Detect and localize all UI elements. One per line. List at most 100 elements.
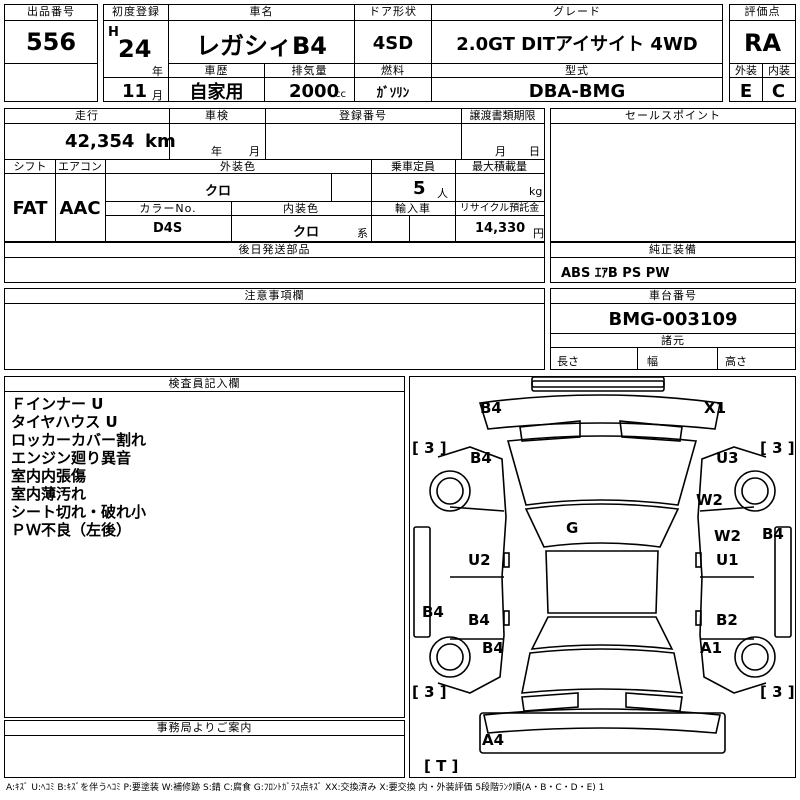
inspector-note: エンジン廻り異音 [11, 449, 132, 467]
shaken-year-unit: 年 [211, 145, 222, 158]
mark-tire-fr: [ 3 ] [760, 439, 795, 457]
month-unit: 月 [152, 89, 163, 102]
mark-hood-r: W2 [696, 491, 723, 509]
recycle-label: リサイクル預託金 [455, 202, 544, 216]
ac: AAC [59, 197, 101, 219]
chassis-label: 車台番号 [551, 289, 795, 304]
history-label: 車歴 [169, 64, 264, 78]
mark-side-l: B4 [422, 603, 444, 621]
mark-door-fr: W2 [714, 527, 741, 545]
ext-color-label: 外装色 [105, 160, 371, 174]
grade-label: グレード [432, 5, 722, 21]
inspector-note: ロッカーカバー割れ [11, 431, 147, 449]
mark-front-right: X1 [704, 399, 727, 417]
era: H [108, 25, 119, 40]
car-name-cell: 車名 レガシィB4 車歴 排気量 自家用 2000 cc [168, 4, 355, 103]
office-box: 事務局よりご案内 [4, 720, 405, 778]
mark-windshield: G [566, 519, 579, 537]
shaken-month-unit: 月 [249, 145, 260, 158]
mark-tire-fl: [ 3 ] [412, 439, 447, 457]
lot-no-cell: 出品番号 556 [4, 4, 98, 102]
color-no: D4S [153, 221, 183, 236]
genuine-equipment: ABS ｴｱB PS PW [561, 266, 670, 281]
fuel: ｶﾞｿﾘﾝ [376, 85, 410, 101]
mileage-label: 走行 [5, 109, 169, 124]
inspector-note: タイヤハウス U [11, 413, 118, 431]
model: DBA-BMG [528, 80, 626, 102]
sales-point-label: セールスポイント [551, 109, 795, 124]
chassis-box: 車台番号 BMG-003109 諸元 長さ 幅 高さ [550, 288, 796, 370]
ext-color: クロ [205, 184, 232, 199]
reg-no-label: 登録番号 [265, 109, 461, 124]
transfer-month-unit: 月 [495, 145, 506, 158]
reg-year: 24 [118, 35, 152, 63]
transfer-label: 譲渡書類期限 [461, 109, 544, 124]
year-unit: 年 [152, 65, 163, 78]
mark-trunk: [ T ] [424, 757, 459, 775]
mark-side-r: B4 [762, 525, 784, 543]
transfer-day-unit: 日 [529, 145, 540, 158]
score: RA [743, 29, 782, 57]
capacity-unit: 人 [437, 187, 448, 200]
width-label: 幅 [647, 355, 658, 368]
interior-label: 内装 [762, 64, 795, 78]
inspector-notes-list: Ｆインナー U タイヤハウス U ロッカーカバー割れ エンジン廻り異音 室内内張… [11, 395, 146, 539]
int-color-unit: 系 [357, 227, 368, 240]
int-color: クロ [293, 225, 320, 240]
later-parts-box: 後日発送部品 [4, 242, 545, 283]
mark-rear-fender-l: B4 [482, 639, 504, 657]
mark-front-left: B4 [480, 399, 502, 417]
inspector-box: 検査員記入欄 Ｆインナー U タイヤハウス U ロッカーカバー割れ エンジン廻り… [4, 376, 405, 718]
import-label: 輸入車 [371, 202, 455, 216]
mark-rear-fender-r: A1 [700, 639, 723, 657]
grade: 2.0GT DITアイサイト 4WD [456, 34, 698, 55]
reg-month: 11 [122, 81, 148, 102]
chassis-number: BMG-003109 [608, 308, 738, 330]
shaken-label: 車検 [169, 109, 265, 124]
grade-cell: グレード 2.0GT DITアイサイト 4WD 型式 DBA-BMG [431, 4, 723, 102]
mark-rear-l: B4 [468, 611, 490, 629]
door-type: 4SD [372, 32, 414, 54]
shift-label: シフト [5, 160, 55, 174]
mark-bumper-rear: A4 [482, 731, 505, 749]
color-no-label: カラーNo. [105, 202, 231, 216]
mark-tire-rl: [ 3 ] [412, 683, 447, 701]
ac-label: エアコン [55, 160, 105, 174]
exterior-grade: E [739, 80, 753, 102]
length-label: 長さ [557, 355, 579, 368]
door-cell: ドア形状 4SD 燃料 ｶﾞｿﾘﾝ [354, 4, 432, 102]
mark-fender-r: U3 [716, 449, 739, 467]
lot-no-label: 出品番号 [5, 5, 97, 21]
fuel-label: 燃料 [355, 64, 431, 78]
inspector-note: 室内内張傷 [11, 467, 87, 485]
header-block: 出品番号 556 初度登録 H 24 年 11 月 車名 レガシィB4 車歴 排… [4, 4, 796, 104]
details-block: 走行 車検 登録番号 譲渡書類期限 42,354 km 年 月 月 日 シフト … [4, 108, 545, 242]
first-reg-cell: 初度登録 H 24 年 11 月 [103, 4, 169, 102]
genuine-label: 純正装備 [551, 243, 795, 258]
exterior-label: 外装 [730, 64, 762, 78]
mark-tire-rr: [ 3 ] [760, 683, 795, 701]
notes-label: 注意事項欄 [5, 289, 544, 304]
legend: A:ｷｽﾞ U:ﾍｺﾐ B:ｷｽﾞを伴うﾍｺﾐ P:要塗装 W:補修跡 S:錆 … [6, 783, 605, 793]
mark-door-rr: U1 [716, 551, 739, 569]
model-label: 型式 [432, 64, 722, 78]
car-diagram-box: B4 X1 [ 3 ] [ 3 ] B4 U3 W2 G W2 B4 U2 U1… [409, 376, 796, 778]
sales-point-box: セールスポイント [550, 108, 796, 242]
int-color-label: 内装色 [231, 202, 371, 216]
capacity-label: 乗車定員 [371, 160, 455, 174]
inspector-note: Ｆインナー U [11, 395, 104, 413]
history: 自家用 [189, 82, 244, 103]
door-label: ドア形状 [355, 5, 431, 21]
genuine-box: 純正装備 ABS ｴｱB PS PW [550, 242, 796, 283]
height-label: 高さ [725, 355, 747, 368]
score-cell: 評価点 RA 外装 内装 E C [729, 4, 796, 102]
first-reg-label: 初度登録 [104, 5, 168, 21]
displacement: 2000 [289, 81, 340, 102]
mark-fender-l: B4 [470, 449, 492, 467]
interior-grade: C [771, 80, 786, 102]
notes-box: 注意事項欄 [4, 288, 545, 370]
car-name-label: 車名 [169, 5, 354, 21]
inspector-label: 検査員記入欄 [5, 377, 404, 392]
capacity: 5 [413, 178, 426, 199]
mileage: 42,354 [65, 131, 135, 152]
